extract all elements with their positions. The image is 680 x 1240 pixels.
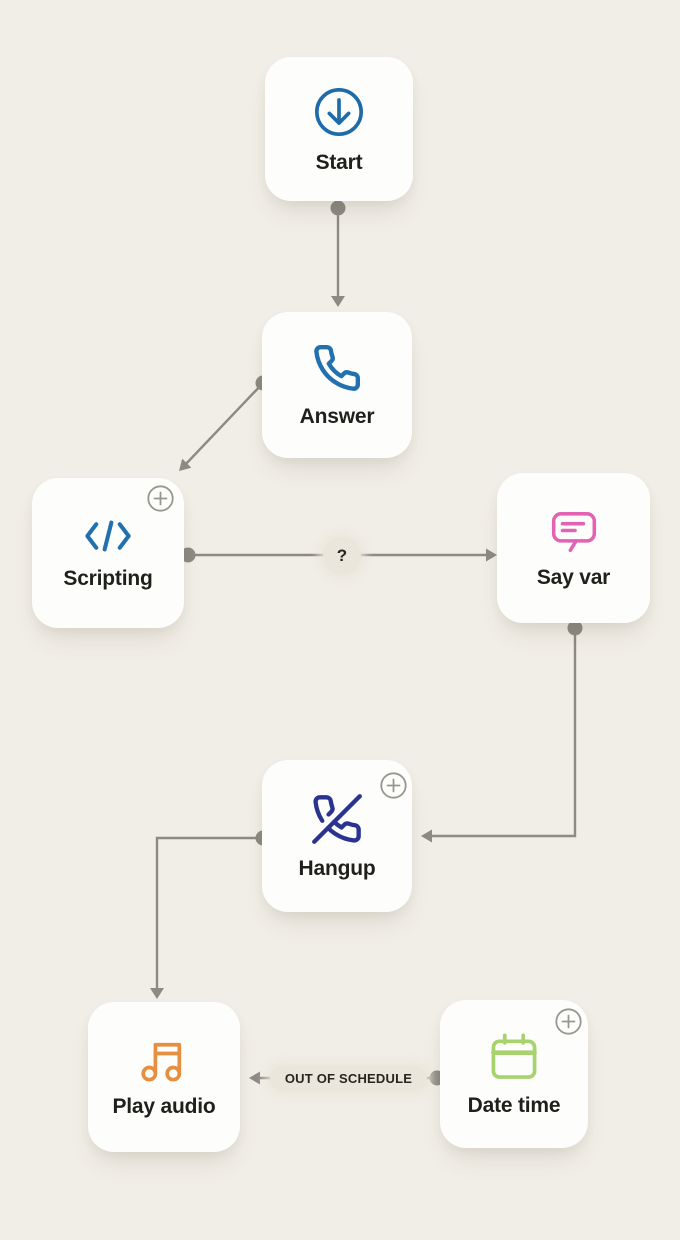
- node-sayvar[interactable]: Say var: [497, 473, 650, 623]
- edge-hangup-playaudio: [155, 836, 263, 988]
- node-label: Hangup: [298, 857, 376, 880]
- node-playaudio[interactable]: Play audio: [88, 1002, 240, 1152]
- arrowhead-hangup-playaudio: [150, 988, 164, 999]
- add-node-button[interactable]: [147, 485, 174, 512]
- edge-sayvar-hangup: [428, 628, 577, 838]
- node-start[interactable]: Start: [265, 57, 413, 201]
- node-hangup[interactable]: Hangup: [262, 760, 412, 912]
- arrowhead-datetime-playaudio: [249, 1071, 260, 1085]
- arrowhead-start-answer: [331, 296, 345, 307]
- port-scripting-right[interactable]: [180, 547, 196, 563]
- music-note-icon: [139, 1037, 189, 1083]
- node-answer[interactable]: Answer: [262, 312, 412, 458]
- plus-icon: [380, 772, 407, 799]
- port-sayvar-bottom[interactable]: [567, 620, 583, 636]
- arrowhead-sayvar-hangup: [421, 829, 432, 843]
- arrowhead-scripting-sayvar: [486, 548, 497, 562]
- node-label: Play audio: [112, 1095, 216, 1118]
- download-circle-icon: [312, 85, 366, 139]
- speech-bubble-icon: [549, 508, 599, 554]
- plus-icon: [555, 1008, 582, 1035]
- edge-condition-badge[interactable]: ?: [323, 537, 361, 575]
- edge-label-out-of-schedule: OUT OF SCHEDULE: [270, 1066, 427, 1091]
- code-icon: [82, 517, 134, 555]
- node-scripting[interactable]: Scripting: [32, 478, 184, 628]
- node-label: Date time: [467, 1094, 561, 1117]
- add-node-button[interactable]: [555, 1008, 582, 1035]
- phone-icon: [312, 343, 362, 393]
- node-label: Answer: [299, 405, 375, 428]
- node-label: Scripting: [63, 567, 153, 590]
- calendar-icon: [488, 1032, 540, 1082]
- edge-answer-scripting: [183, 382, 264, 467]
- node-label: Start: [315, 151, 363, 174]
- node-label: Say var: [536, 566, 611, 589]
- add-node-button[interactable]: [380, 772, 407, 799]
- plus-icon: [147, 485, 174, 512]
- arrowhead-answer-scripting: [179, 458, 192, 471]
- phone-off-icon: [311, 793, 363, 845]
- port-start-bottom[interactable]: [330, 200, 346, 216]
- node-datetime[interactable]: Date time: [440, 1000, 588, 1148]
